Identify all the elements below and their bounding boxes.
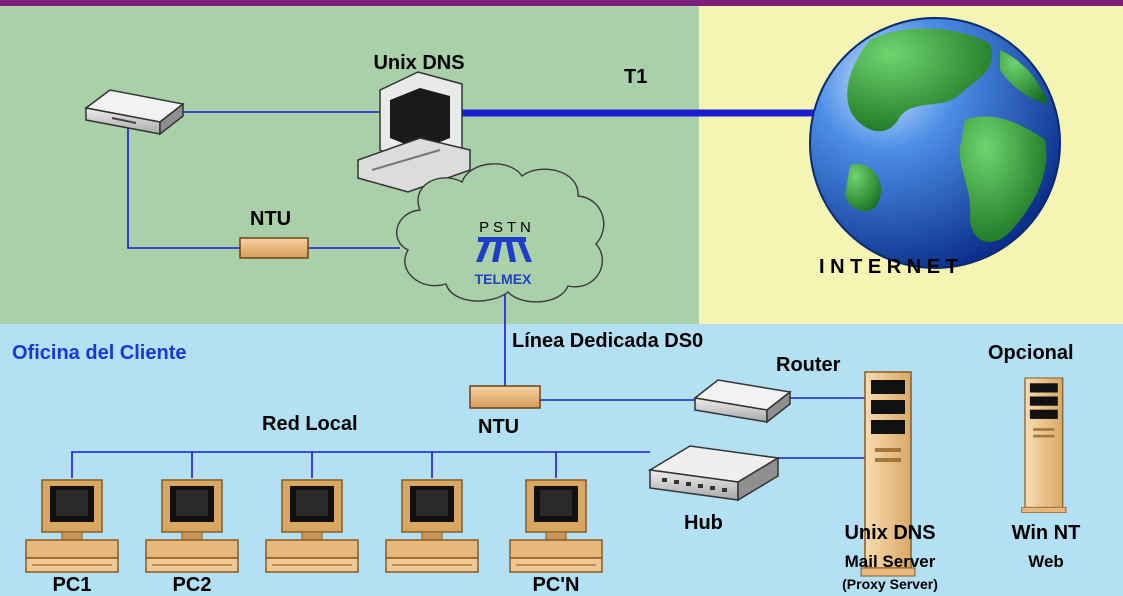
ntu-icon [469,385,541,409]
pstn-cloud-icon [396,163,605,303]
win-server-name: Win NT [1011,522,1081,544]
win-server-role: Web [1028,552,1064,571]
server-tower-icon [860,371,916,577]
hub-label: Hub [684,512,723,534]
top-ntu-label: NTU [250,208,292,230]
hub-icon [647,445,781,502]
ntu-icon [239,237,309,259]
top-unix-dns-label: Unix DNS [373,52,465,74]
modem-icon [84,89,185,136]
pstn-label: P S T N [479,219,531,236]
t1-label: T1 [624,66,648,88]
unix-server-note: (Proxy Server) [842,576,938,592]
telmex-logo-icon [476,237,532,262]
dedicated-line-label: Línea Dedicada DS0 [512,330,704,352]
router-label: Router [776,354,841,376]
globe-icon [809,17,1061,269]
optional-label: Opcional [988,342,1074,364]
pc-label: PC2 [172,574,212,596]
top-bar [0,0,1123,6]
client-office-label: Oficina del Cliente [12,342,187,364]
pc-label: PC1 [52,574,92,596]
internet-label: I N T E R N E T [819,256,958,278]
server-tower-icon [1021,377,1067,514]
router-icon [693,379,792,424]
unix-server-role: Mail Server [844,552,936,571]
pc-label: PC'N [532,574,580,596]
lan-bus-line [71,451,650,478]
telmex-label: TELMEX [475,271,532,287]
unix-server-name: Unix DNS [844,522,936,544]
modem-to-ntu-line [127,128,240,249]
red-local-label: Red Local [262,413,358,435]
office-ntu-label: NTU [478,416,520,438]
